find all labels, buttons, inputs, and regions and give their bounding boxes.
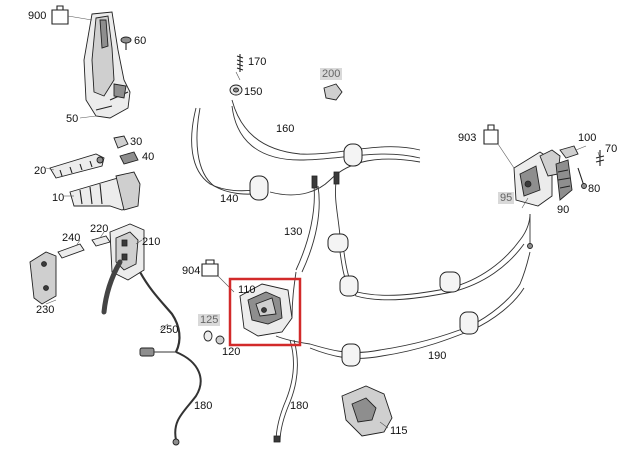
label-190: 190 bbox=[428, 350, 447, 362]
label-20: 20 bbox=[34, 165, 47, 177]
part-240-pin bbox=[57, 243, 85, 259]
part-180-cable-left bbox=[172, 351, 202, 446]
part-125-washer bbox=[203, 330, 213, 342]
part-100-cover bbox=[559, 145, 579, 159]
label-130: 130 bbox=[284, 226, 303, 238]
part-904-symbol bbox=[201, 259, 235, 293]
label-100: 100 bbox=[578, 132, 597, 144]
label-200: 200 bbox=[320, 68, 343, 80]
part-120-screw bbox=[215, 335, 225, 345]
label-230: 230 bbox=[36, 304, 55, 316]
label-900: 900 bbox=[28, 10, 47, 22]
part-130-cable bbox=[295, 171, 349, 273]
part-160-cable bbox=[191, 99, 421, 196]
label-110: 110 bbox=[238, 284, 256, 296]
part-50-handle-housing bbox=[83, 11, 131, 119]
label-150: 150 bbox=[244, 86, 263, 98]
part-110-door-lock bbox=[239, 283, 311, 345]
label-904: 904 bbox=[182, 265, 201, 277]
part-230-plate bbox=[29, 251, 57, 305]
part-90-latch bbox=[555, 159, 573, 201]
label-240: 240 bbox=[62, 232, 81, 244]
part-220-pin bbox=[91, 235, 111, 247]
label-220: 220 bbox=[90, 223, 109, 235]
part-140-grommet bbox=[249, 143, 363, 201]
label-70: 70 bbox=[605, 143, 618, 155]
label-210: 210 bbox=[142, 236, 161, 248]
part-cable-run-upper bbox=[339, 213, 533, 301]
part-170-spring bbox=[236, 54, 244, 72]
label-115: 115 bbox=[390, 425, 408, 437]
label-50: 50 bbox=[66, 113, 79, 125]
label-250: 250 bbox=[160, 324, 179, 336]
part-190-cable bbox=[309, 251, 531, 367]
part-210-tube bbox=[101, 259, 123, 315]
label-120: 120 bbox=[222, 346, 241, 358]
part-903-symbol bbox=[483, 124, 499, 145]
part-900-symbol bbox=[51, 5, 69, 25]
label-180-middle: 180 bbox=[290, 400, 309, 412]
label-95: 95 bbox=[498, 192, 515, 204]
label-140: 140 bbox=[220, 193, 239, 205]
label-903: 903 bbox=[458, 132, 477, 144]
highlight-box-110 bbox=[228, 277, 302, 347]
label-30: 30 bbox=[130, 136, 143, 148]
part-95-lock-module bbox=[497, 143, 561, 207]
part-20-rod bbox=[49, 153, 105, 179]
part-180-cable-middle bbox=[273, 271, 298, 443]
part-10-handle-mechanism bbox=[69, 171, 141, 211]
leader-lines bbox=[45, 15, 601, 429]
part-60-screw bbox=[120, 36, 132, 50]
label-90: 90 bbox=[557, 204, 570, 216]
part-150-bushing bbox=[229, 84, 243, 96]
label-180-left: 180 bbox=[194, 400, 213, 412]
label-160: 160 bbox=[276, 123, 295, 135]
label-125: 125 bbox=[198, 314, 221, 326]
label-80: 80 bbox=[588, 183, 601, 195]
part-30-clip bbox=[113, 135, 129, 149]
part-250-cable bbox=[139, 271, 181, 357]
label-40: 40 bbox=[142, 151, 155, 163]
part-200-cap bbox=[323, 83, 343, 101]
part-115-shield bbox=[341, 385, 393, 437]
part-40-clip bbox=[119, 151, 139, 165]
label-60: 60 bbox=[134, 35, 147, 47]
part-80-pin bbox=[577, 167, 587, 189]
label-10: 10 bbox=[52, 192, 65, 204]
label-170: 170 bbox=[248, 56, 267, 68]
